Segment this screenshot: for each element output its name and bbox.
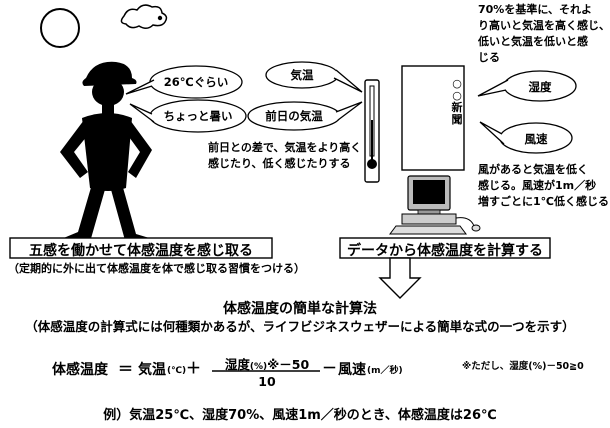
numerator-unit: (%) (249, 362, 268, 372)
wind-desc-line1: 風があると気温を低く (478, 163, 588, 176)
numerator-rest: ※－50 (267, 357, 310, 372)
formula-lhs: 体感温度 (52, 362, 108, 378)
right-title: データから体感温度を計算する (347, 243, 543, 259)
left-note: （定期的に外に出て体感温度を体で感じ取る習慣をつける） (8, 262, 305, 275)
prev-desc-line2: 感じたり、低く感じたりする (208, 157, 351, 170)
bubble-prev (247, 101, 363, 131)
formula-term3: 風速 (338, 362, 366, 378)
arrow-down-icon (378, 257, 422, 299)
formula-term1-unit: (℃) (167, 366, 187, 376)
calc-example: 例）気温25℃、湿度70%、風速1m／秒のとき、体感温度は26℃ (103, 408, 497, 423)
humidity-desc-line1: 70%を基準に、それよ (478, 3, 592, 16)
bubble-hot-label: ちょっと暑い (163, 109, 233, 123)
cloud-icon (120, 4, 168, 29)
calc-subtitle: （体感温度の計算式には何種類かあるが、ライフビジネスウェザーによる簡単な式の一つ… (25, 319, 575, 334)
left-title-box (9, 237, 273, 259)
bubble-kion-label: 気温 (290, 68, 314, 82)
formula-note: ※ただし、湿度(%)－50≧0 (462, 361, 584, 372)
formula-eq: ＝ (118, 360, 134, 378)
formula-denominator: 10 (258, 374, 276, 389)
formula-term1: 気温 (138, 362, 166, 378)
thermometer-icon (364, 79, 380, 183)
prev-desc-line1: 前日との差で、気温をより高く (208, 141, 362, 154)
sun-icon (40, 8, 80, 48)
calc-title: 体感温度の簡単な計算法 (223, 301, 377, 317)
bubble-prev-label: 前日の気温 (265, 109, 323, 123)
bubble-wind (479, 121, 573, 154)
person-figure (54, 61, 156, 250)
bubble-humidity (477, 70, 577, 102)
formula-numerator: 湿度(%)※－50 (214, 354, 320, 373)
bubble-temp (125, 65, 243, 99)
bubble-humidity-label: 湿度 (528, 80, 552, 94)
formula-plus: ＋ (186, 359, 202, 377)
wind-desc-line2: 感じる。風速が1m／秒 (478, 179, 597, 192)
formula-minus: － (322, 359, 338, 377)
humidity-desc-line2: り高いと気温を高く感じ、 (478, 19, 610, 32)
wind-desc-line3: 増すごとに1℃低く感じる (478, 195, 609, 208)
humidity-desc-line4: じる (478, 51, 500, 64)
right-title-box (339, 237, 551, 259)
left-title: 五感を働かせて体感温度を感じ取る (29, 243, 253, 259)
bubble-temp-label: 26℃ぐらい (163, 75, 229, 89)
newspaper-icon (401, 65, 465, 171)
humidity-desc-line3: 低いと気温を低いと感 (478, 35, 588, 48)
bubble-hot (129, 99, 247, 133)
bubble-kion (265, 61, 363, 93)
bubble-wind-label: 風速 (524, 132, 548, 146)
newspaper-label: ○○新聞 (451, 77, 463, 127)
numerator-humidity: 湿度 (224, 357, 250, 372)
computer-icon (389, 175, 481, 235)
formula-term3-unit: (m／秒) (367, 366, 403, 376)
